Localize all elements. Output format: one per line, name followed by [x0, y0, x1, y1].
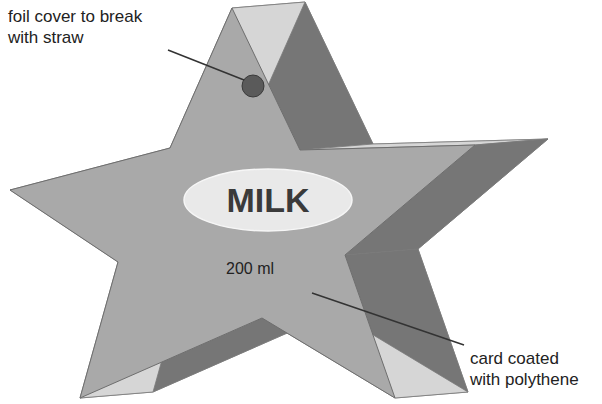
foil-cover: [242, 75, 264, 97]
product-name: MILK: [226, 183, 309, 217]
ellipse-shape: [184, 169, 352, 231]
leader-line: [168, 50, 244, 80]
callout-text: foil cover to break with straw: [8, 6, 153, 49]
leader-line: [312, 293, 464, 345]
volume-text: 200 ml: [226, 259, 274, 279]
label-ellipse: MILK: [183, 168, 353, 232]
carton-front: [10, 8, 475, 398]
star-carton: [10, 2, 548, 398]
callout-text: card coated with polythene: [470, 348, 592, 391]
